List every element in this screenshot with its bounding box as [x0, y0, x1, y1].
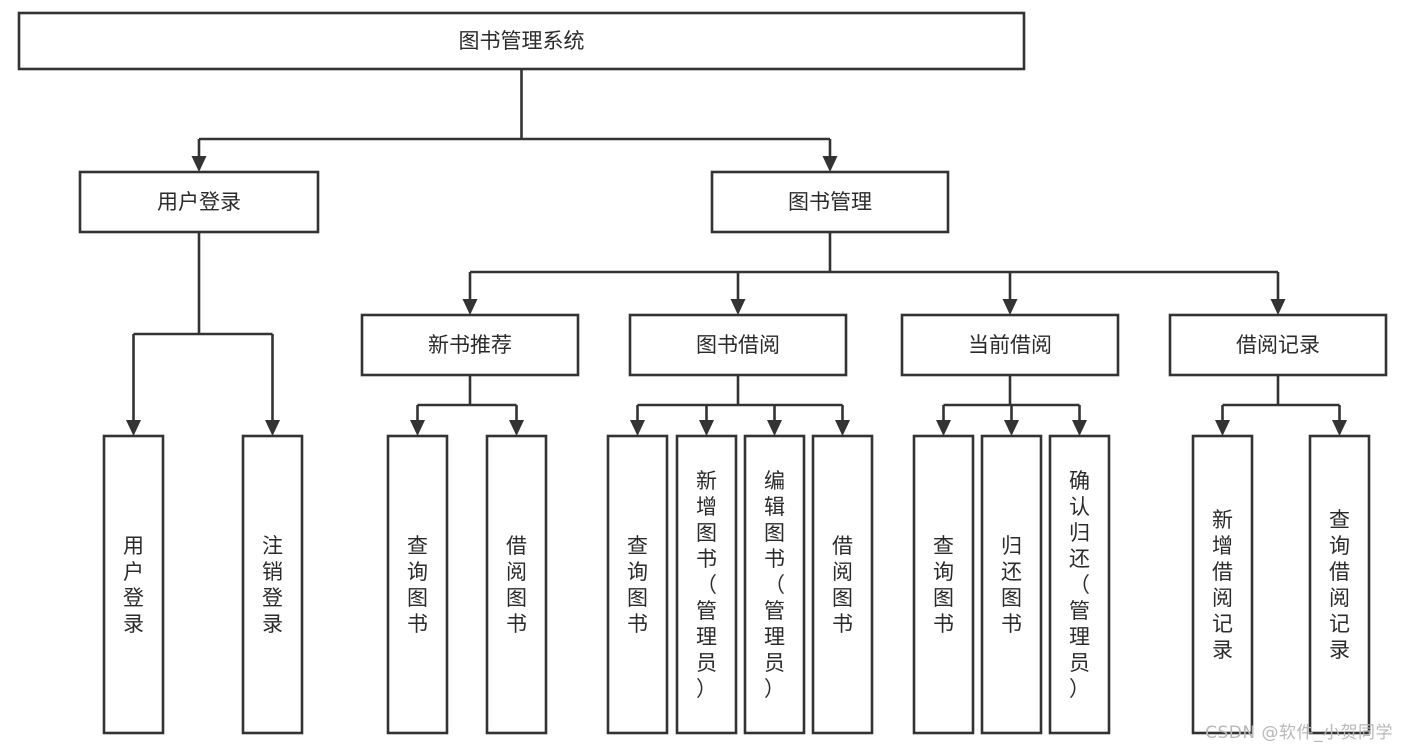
- node-box-leaf-query-record: [1308, 434, 1371, 735]
- node-label-leaf-query-book-3: 查询图书: [933, 534, 954, 636]
- node-leaf-add-record[interactable]: 新增借阅记录: [1191, 434, 1254, 735]
- arrow-head-leaf-logout: [265, 420, 280, 436]
- node-label-leaf-user-login: 用户登录: [123, 534, 144, 636]
- nodes-layer: 图书管理系统用户登录图书管理新书推荐图书借阅当前借阅借阅记录用户登录注销登录查询…: [17, 11, 1388, 735]
- arrow-head-leaf-query-book-3: [936, 420, 951, 436]
- node-box-book-manage: [710, 170, 950, 234]
- node-leaf-borrow-book-1[interactable]: 借阅图书: [485, 434, 548, 735]
- node-leaf-edit-book[interactable]: 编辑图书（管理员）: [743, 434, 806, 735]
- node-label-leaf-confirm-return: 确认归还（管理员）: [1069, 469, 1090, 701]
- node-label-book-borrow: 图书借阅: [696, 333, 780, 357]
- node-leaf-return-book[interactable]: 归还图书: [980, 434, 1043, 735]
- arrow-head-book-manage: [822, 156, 838, 172]
- arrow-head-leaf-borrow-book-2: [835, 420, 850, 436]
- arrow-head-new-book-rec: [462, 299, 478, 315]
- node-label-leaf-query-book-2: 查询图书: [627, 534, 648, 636]
- node-label-leaf-borrow-book-2: 借阅图书: [832, 534, 853, 636]
- node-box-leaf-add-book: [675, 434, 738, 735]
- node-box-leaf-query-book-3: [912, 434, 975, 735]
- node-new-book-rec[interactable]: 新书推荐: [360, 313, 580, 377]
- node-label-root: 图书管理系统: [459, 29, 585, 53]
- node-box-leaf-borrow-book-1: [485, 434, 548, 735]
- node-leaf-confirm-return[interactable]: 确认归还（管理员）: [1048, 434, 1111, 735]
- node-root[interactable]: 图书管理系统: [17, 11, 1026, 71]
- node-leaf-query-book-3[interactable]: 查询图书: [912, 434, 975, 735]
- node-leaf-borrow-book-2[interactable]: 借阅图书: [811, 434, 874, 735]
- node-box-leaf-confirm-return: [1048, 434, 1111, 735]
- node-label-leaf-edit-book: 编辑图书（管理员）: [764, 469, 785, 701]
- node-box-leaf-query-book-1: [386, 434, 449, 735]
- arrow-head-borrow-record: [1270, 299, 1286, 315]
- arrow-head-leaf-edit-book: [767, 420, 782, 436]
- node-label-leaf-query-book-1: 查询图书: [407, 534, 428, 636]
- node-box-current-borrow: [900, 313, 1120, 377]
- node-box-leaf-add-record: [1191, 434, 1254, 735]
- arrow-head-leaf-add-book: [699, 420, 714, 436]
- arrow-head-leaf-user-login: [126, 420, 141, 436]
- node-box-leaf-logout: [241, 434, 304, 735]
- node-book-manage[interactable]: 图书管理: [710, 170, 950, 234]
- arrow-head-current-borrow: [1002, 299, 1018, 315]
- arrow-head-leaf-query-book-2: [630, 420, 645, 436]
- node-user-login[interactable]: 用户登录: [78, 170, 320, 234]
- arrow-head-leaf-query-record: [1332, 420, 1347, 436]
- node-leaf-query-record[interactable]: 查询借阅记录: [1308, 434, 1371, 735]
- node-label-book-manage: 图书管理: [788, 190, 872, 214]
- node-label-leaf-return-book: 归还图书: [1001, 534, 1022, 636]
- node-leaf-query-book-1[interactable]: 查询图书: [386, 434, 449, 735]
- node-label-leaf-add-book: 新增图书（管理员）: [696, 469, 717, 701]
- arrow-head-leaf-borrow-book-1: [509, 420, 524, 436]
- arrow-head-leaf-confirm-return: [1072, 420, 1087, 436]
- node-box-leaf-edit-book: [743, 434, 806, 735]
- node-leaf-logout[interactable]: 注销登录: [241, 434, 304, 735]
- node-label-leaf-query-record: 查询借阅记录: [1329, 508, 1350, 662]
- node-borrow-record[interactable]: 借阅记录: [1168, 313, 1388, 377]
- node-current-borrow[interactable]: 当前借阅: [900, 313, 1120, 377]
- csdn-watermark: CSDN @软件_小贺同学: [1205, 723, 1393, 743]
- node-label-user-login: 用户登录: [157, 190, 241, 214]
- node-label-borrow-record: 借阅记录: [1236, 333, 1320, 357]
- connectors-layer: [126, 69, 1347, 436]
- node-box-root: [17, 11, 1026, 71]
- node-label-leaf-borrow-book-1: 借阅图书: [506, 534, 527, 636]
- node-label-leaf-logout: 注销登录: [262, 534, 283, 636]
- node-box-leaf-borrow-book-2: [811, 434, 874, 735]
- arrow-head-leaf-add-record: [1215, 420, 1230, 436]
- node-label-current-borrow: 当前借阅: [968, 333, 1052, 357]
- node-leaf-query-book-2[interactable]: 查询图书: [606, 434, 669, 735]
- node-leaf-user-login[interactable]: 用户登录: [102, 434, 165, 735]
- node-box-user-login: [78, 170, 320, 234]
- node-box-borrow-record: [1168, 313, 1388, 377]
- node-box-book-borrow: [628, 313, 848, 377]
- node-box-new-book-rec: [360, 313, 580, 377]
- arrow-head-book-borrow: [730, 299, 746, 315]
- node-label-leaf-add-record: 新增借阅记录: [1212, 508, 1233, 662]
- node-book-borrow[interactable]: 图书借阅: [628, 313, 848, 377]
- arrow-head-user-login: [191, 156, 207, 172]
- node-leaf-add-book[interactable]: 新增图书（管理员）: [675, 434, 738, 735]
- arrow-head-leaf-query-book-1: [410, 420, 425, 436]
- node-box-leaf-user-login: [102, 434, 165, 735]
- node-box-leaf-return-book: [980, 434, 1043, 735]
- arrow-head-leaf-return-book: [1004, 420, 1019, 436]
- node-box-leaf-query-book-2: [606, 434, 669, 735]
- node-label-new-book-rec: 新书推荐: [428, 333, 512, 357]
